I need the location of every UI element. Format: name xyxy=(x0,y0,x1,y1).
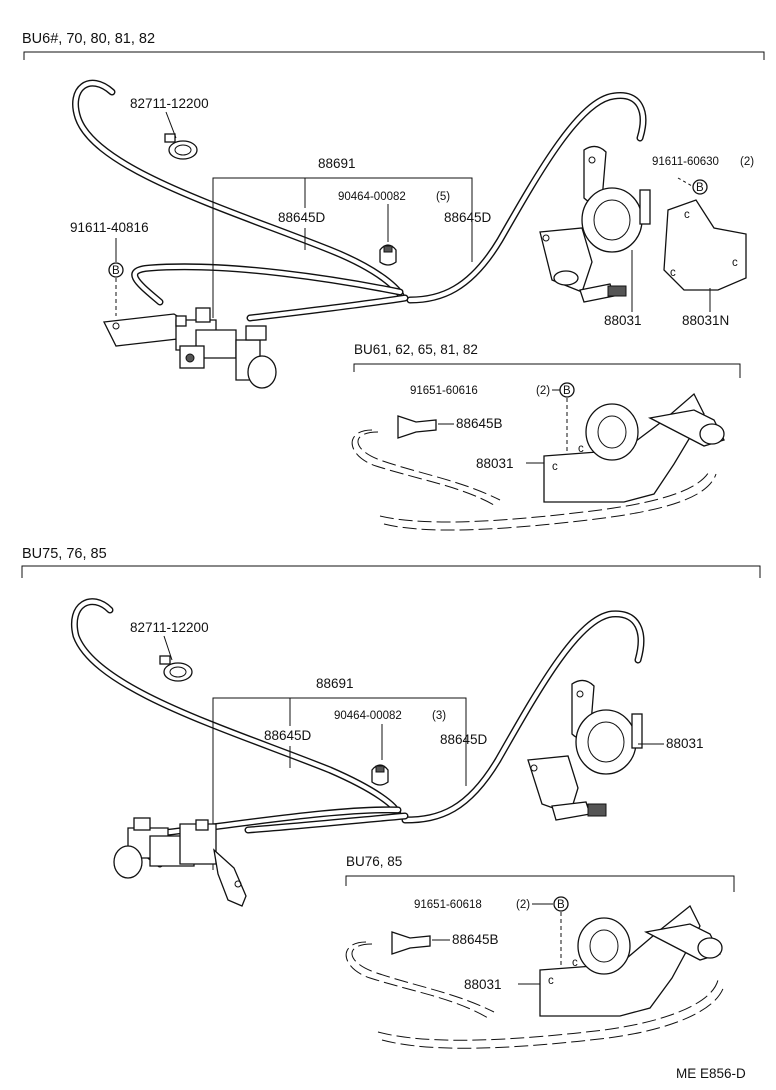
svg-text:B: B xyxy=(696,182,704,194)
svg-text:c: c xyxy=(732,257,738,269)
bracket-bolt-b-marker xyxy=(692,179,708,195)
bracket-bolt-part-number: 91611-60630 xyxy=(652,156,719,168)
svg-text:c: c xyxy=(572,957,578,969)
bolt-part-number: 91611-40816 xyxy=(70,220,149,235)
section-2: BU75, 76, 85 82711-12200 88691 88645D 88… xyxy=(21,546,761,1049)
sub1-actuator-part-number: 88031 xyxy=(476,456,514,471)
hose-set-part-number: 88691 xyxy=(318,156,356,171)
hose-set-leader xyxy=(212,177,473,318)
hose-left-part-number: 88645D xyxy=(278,210,326,225)
hose-right-part-number: 88645D xyxy=(444,210,492,225)
actuator-2-part-number: 88031 xyxy=(666,736,704,751)
bracket-bolt-quantity: (2) xyxy=(740,156,754,168)
t-connector-2-icon xyxy=(391,931,431,955)
subsection-2-header: BU76, 85 xyxy=(346,854,402,869)
section-1-hoses xyxy=(72,79,647,322)
sub1-bolt-quantity: (2) xyxy=(536,385,550,397)
svg-text:c: c xyxy=(670,267,676,279)
section-2-header: BU75, 76, 85 xyxy=(22,546,107,562)
svg-text:c: c xyxy=(684,209,690,221)
sub2-actuator-part-number: 88031 xyxy=(464,977,502,992)
svg-text:B: B xyxy=(557,899,565,911)
section-2-subsection: BU76, 85 88645B 91651-60618 (2) B xyxy=(345,854,735,1049)
sub2-bolt-b-marker xyxy=(553,896,569,912)
section-1: BU6#, 70, 80, 81, 82 82711-12200 88691 8… xyxy=(22,31,765,531)
clip-quantity: (5) xyxy=(436,191,450,203)
actuator-part-number: 88031 xyxy=(604,313,642,328)
svg-text:B: B xyxy=(563,385,571,397)
clip-2-quantity: (3) xyxy=(432,710,446,722)
svg-text:c: c xyxy=(548,975,554,987)
hose-set-2-leader xyxy=(212,697,467,870)
actuator-icon xyxy=(539,145,651,303)
vsv-solenoid-2 xyxy=(113,817,247,907)
hose-right-2-part-number: 88645D xyxy=(440,732,488,747)
clip-icon xyxy=(379,244,397,266)
svg-text:c: c xyxy=(578,443,584,455)
diagram-code: ME E856-D xyxy=(676,1066,746,1081)
svg-text:c: c xyxy=(552,461,558,473)
actuator-2-icon xyxy=(527,679,643,821)
sub1-actuator-icon: c c xyxy=(543,392,725,503)
section-1-bracket-line xyxy=(23,51,765,60)
bolt-b-marker xyxy=(108,262,124,278)
sub2-bolt-quantity: (2) xyxy=(516,899,530,911)
clamp-2-part-number: 82711-12200 xyxy=(130,620,209,635)
clamp-2-icon xyxy=(159,655,193,682)
section-1-subsection: BU61, 62, 65, 81, 82 88645B 91651-60616 … xyxy=(351,342,741,531)
sub2-bolt-part-number: 91651-60618 xyxy=(414,899,482,911)
svg-text:B: B xyxy=(112,265,120,277)
section-2-bracket-line xyxy=(21,565,761,578)
clamp-part-number: 82711-12200 xyxy=(130,96,209,111)
sub1-bolt-part-number: 91651-60616 xyxy=(410,385,478,397)
sub1-bolt-b-marker xyxy=(559,382,575,398)
clip-2-icon xyxy=(371,764,389,786)
clip-part-number: 90464-00082 xyxy=(338,191,406,203)
t-connector-icon xyxy=(397,415,437,439)
clamp-icon xyxy=(164,133,198,160)
sub2-actuator-icon: c c xyxy=(539,904,723,1017)
subsection-1-header: BU61, 62, 65, 81, 82 xyxy=(354,342,478,357)
clip-2-part-number: 90464-00082 xyxy=(334,710,402,722)
sub2-hose-part-number: 88645B xyxy=(452,932,499,947)
bracket-part-number: 88031N xyxy=(682,313,729,328)
hose-set-2-part-number: 88691 xyxy=(316,676,354,691)
vsv-solenoid xyxy=(103,307,277,389)
bracket-icon: c c c xyxy=(663,199,747,291)
section-2-hoses xyxy=(71,598,645,868)
section-1-header: BU6#, 70, 80, 81, 82 xyxy=(22,31,155,47)
hose-left-2-part-number: 88645D xyxy=(264,728,312,743)
sub1-hose-part-number: 88645B xyxy=(456,416,503,431)
